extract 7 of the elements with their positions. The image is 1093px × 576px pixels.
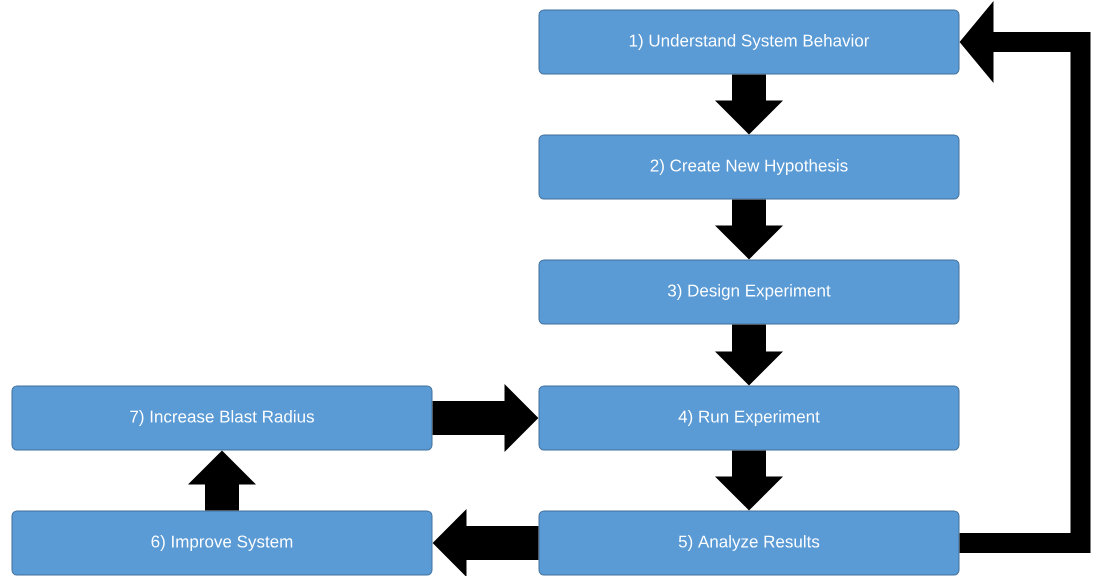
process-box: 5) Analyze Results bbox=[538, 510, 960, 576]
process-box: 1) Understand System Behavior bbox=[538, 9, 960, 75]
process-box: 6) Improve System bbox=[11, 510, 433, 576]
process-box: 3) Design Experiment bbox=[538, 259, 960, 325]
process-box: 2) Create New Hypothesis bbox=[538, 134, 960, 200]
process-box: 4) Run Experiment bbox=[538, 385, 960, 451]
process-box: 7) Increase Blast Radius bbox=[11, 385, 433, 451]
